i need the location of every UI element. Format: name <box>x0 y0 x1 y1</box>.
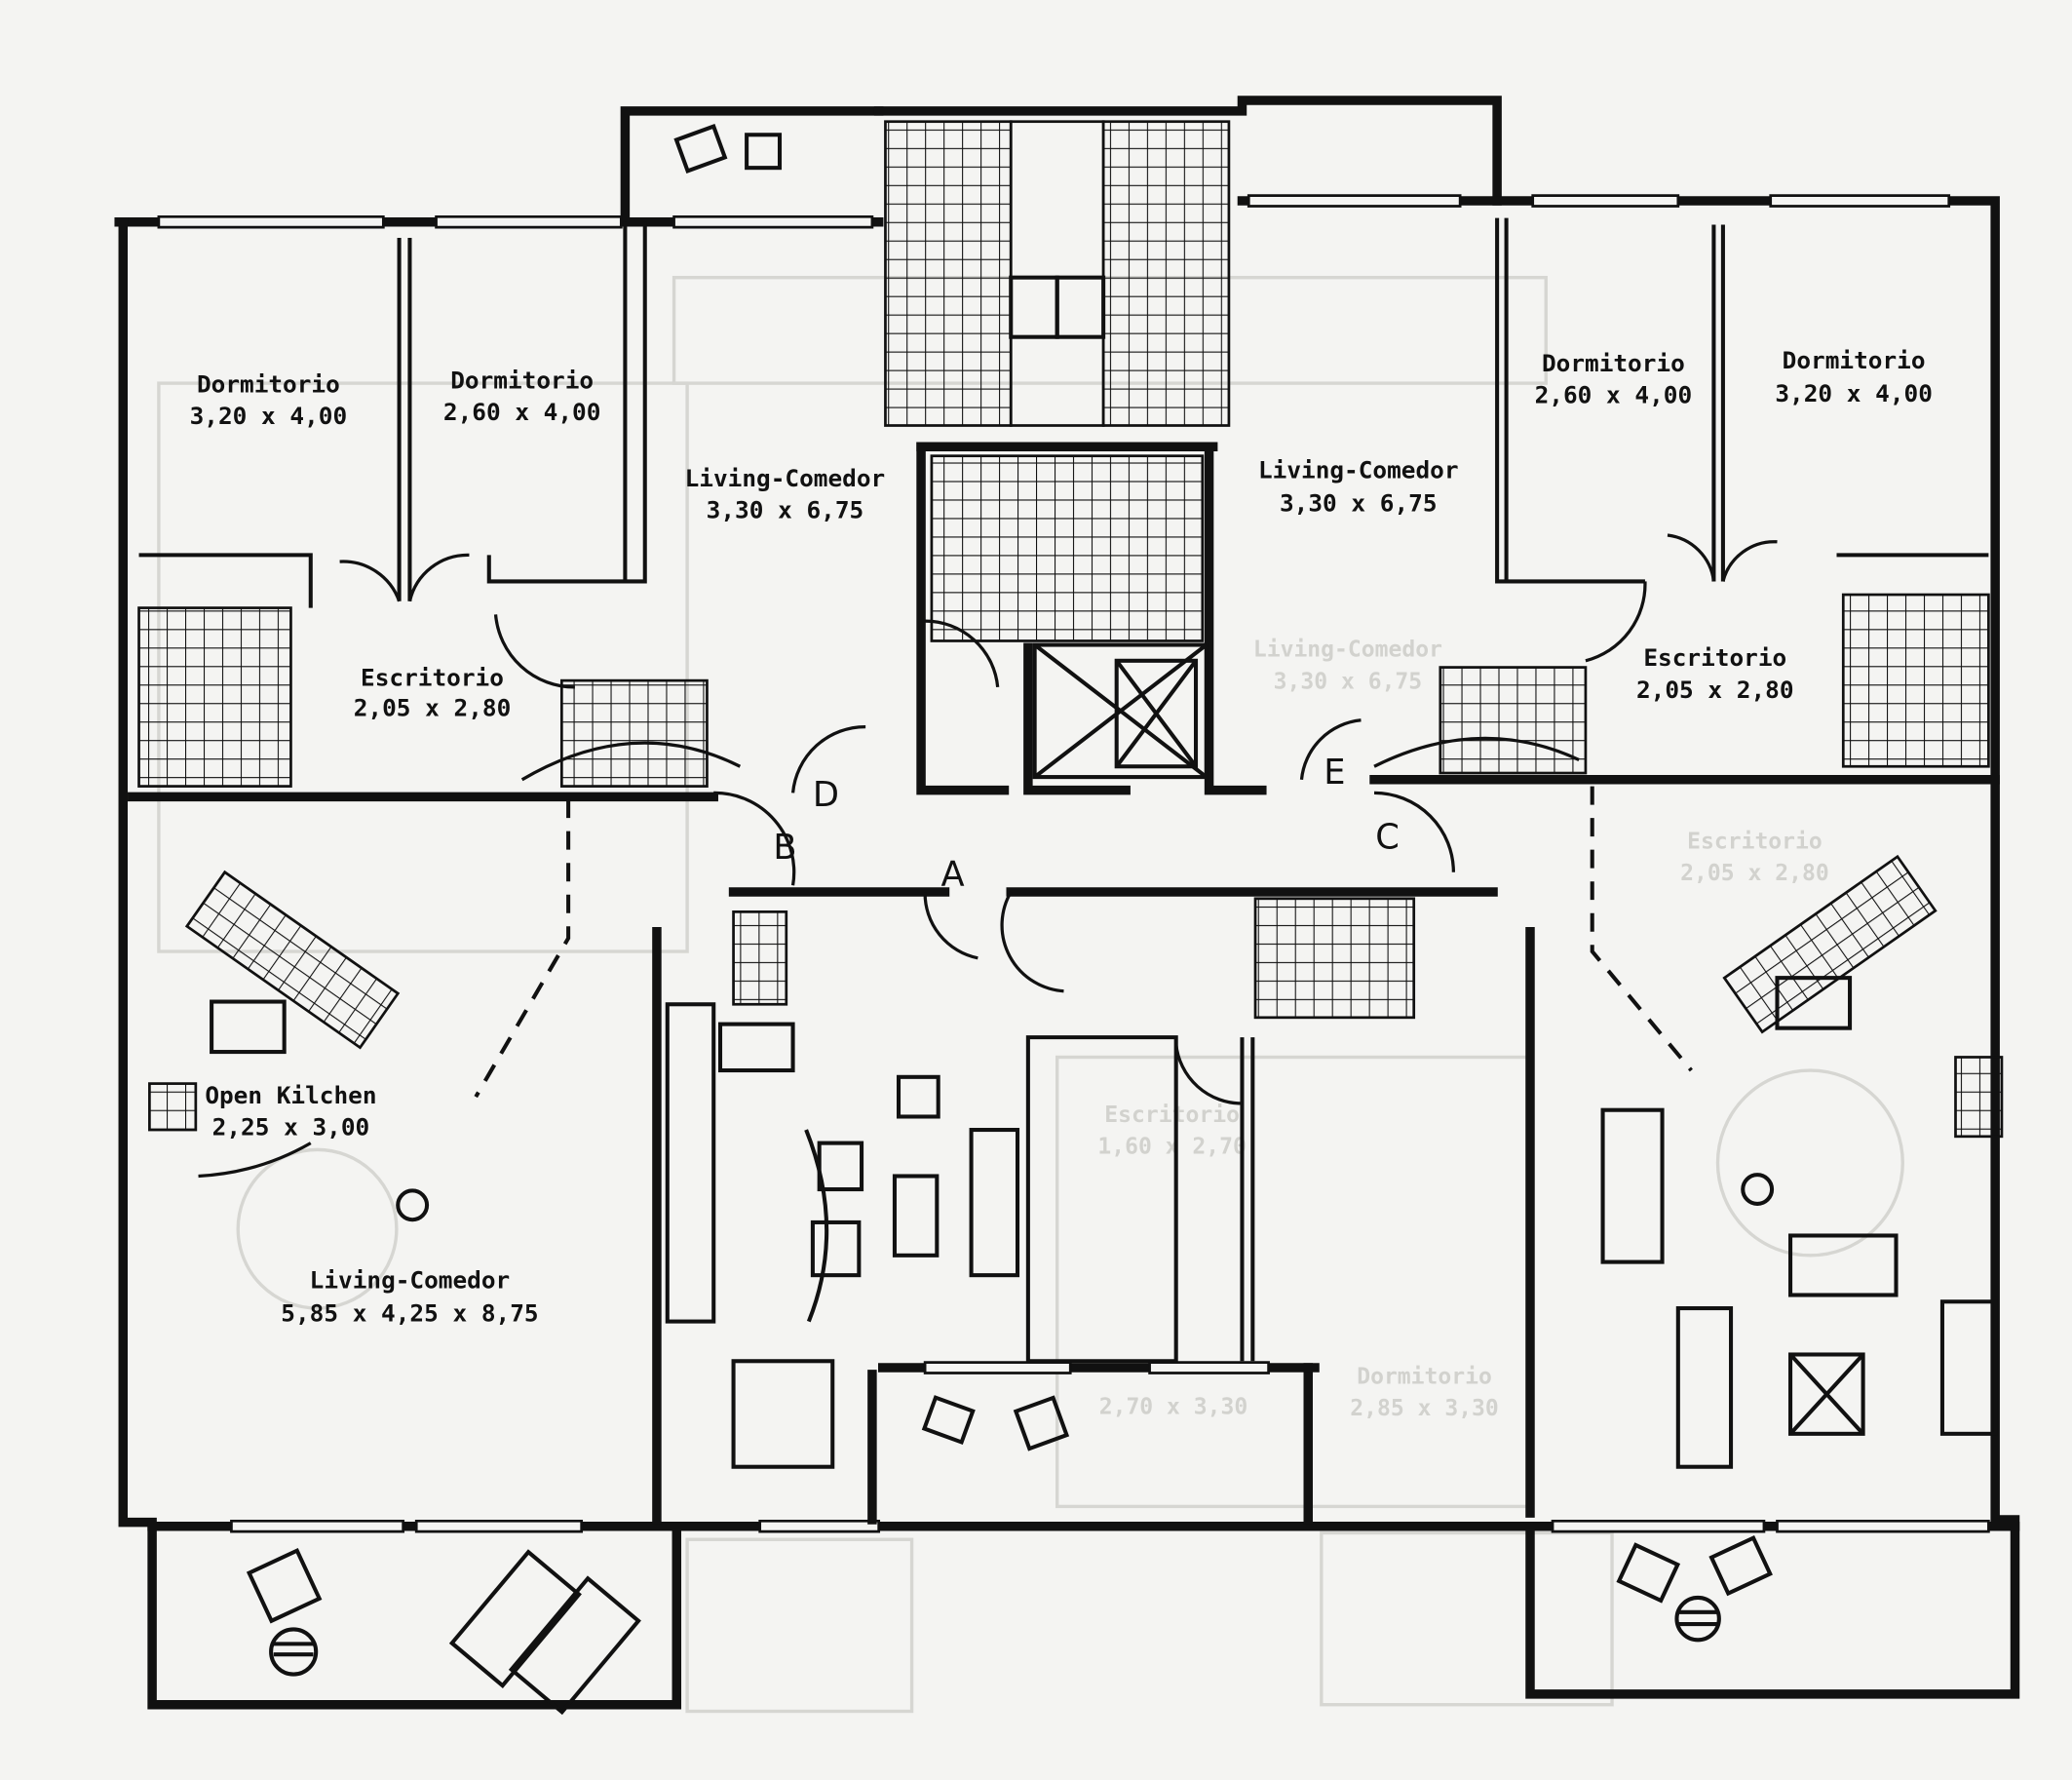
access-letter-a: A <box>941 854 965 894</box>
open-kitchen-size: 2,25 x 3,00 <box>212 1112 370 1141</box>
living-lower-name: Living-Comedor <box>310 1266 511 1295</box>
dorm-right-1-size: 2,60 x 4,00 <box>1535 380 1693 408</box>
dorm-left-2-name: Dormitorio <box>450 367 594 395</box>
dorm-right-2-size: 3,20 x 4,00 <box>1775 379 1933 407</box>
dorm-left-2-size: 2,60 x 4,00 <box>443 398 601 426</box>
ghost-living-name: Living-Comedor <box>1253 638 1442 663</box>
escritorio-left-name: Escritorio <box>361 664 504 692</box>
room-labels: Dormitorio 3,20 x 4,00 Dormitorio 2,60 x… <box>190 346 1933 1327</box>
escritorio-left-size: 2,05 x 2,80 <box>354 694 512 722</box>
access-letter-d: D <box>813 775 839 815</box>
ghost-living-size: 3,30 x 6,75 <box>1274 669 1423 694</box>
ghost-dorm-a-size: 2,70 x 3,30 <box>1099 1394 1248 1419</box>
living-right-upper-name: Living-Comedor <box>1258 456 1459 484</box>
access-letter-c: C <box>1375 817 1400 857</box>
ghost-dorm-b-size: 2,85 x 3,30 <box>1350 1396 1499 1421</box>
living-right-upper-size: 3,30 x 6,75 <box>1280 489 1438 518</box>
access-letter-e: E <box>1324 753 1345 793</box>
interior-walls <box>128 217 2000 1525</box>
ghost-underlay: Living-Comedor 3,30 x 6,75 Escritorio 2,… <box>157 275 1904 1714</box>
ghost-escritorio-a-size: 2,05 x 2,80 <box>1680 861 1829 886</box>
living-left-upper-size: 3,30 x 6,75 <box>707 495 864 523</box>
escritorio-right-size: 2,05 x 2,80 <box>1636 676 1794 704</box>
living-left-upper-name: Living-Comedor <box>685 464 886 492</box>
exterior-walls <box>114 96 2020 1710</box>
access-letter-b: B <box>773 828 796 868</box>
dorm-right-2-name: Dormitorio <box>1783 346 1926 374</box>
ghost-escritorio-b-name: Escritorio <box>1104 1103 1240 1128</box>
ghost-escritorio-a-name: Escritorio <box>1687 829 1823 854</box>
dorm-right-1-name: Dormitorio <box>1542 349 1685 377</box>
access-letters: A B C D E <box>773 753 1400 894</box>
open-kitchen-name: Open Kilchen <box>205 1081 376 1109</box>
ghost-escritorio-b-size: 1,60 x 2,70 <box>1097 1134 1247 1159</box>
ghost-dorm-b-name: Dormitorio <box>1357 1364 1492 1389</box>
living-lower-size: 5,85 x 4,25 x 8,75 <box>281 1299 538 1328</box>
escritorio-right-name: Escritorio <box>1643 643 1786 672</box>
tiled-areas <box>137 120 2004 1139</box>
door-swings <box>198 533 1778 1179</box>
furniture <box>210 123 1998 1716</box>
dorm-left-1-size: 3,20 x 4,00 <box>190 402 348 430</box>
dorm-left-1-name: Dormitorio <box>197 370 340 399</box>
